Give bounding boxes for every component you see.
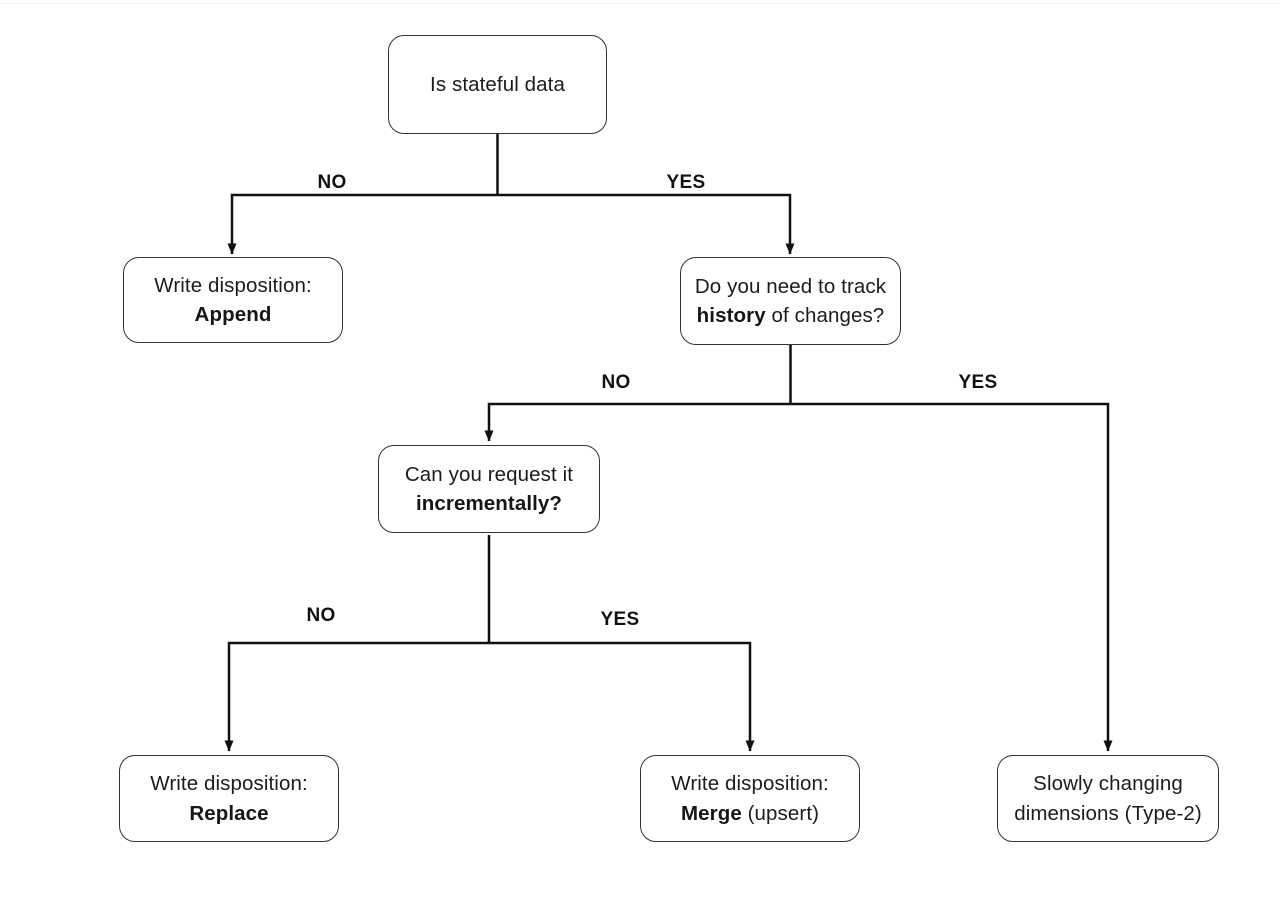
node-label-line1: Do you need to track	[694, 274, 887, 298]
node-label-line2: incrementally?	[415, 492, 563, 515]
node-label-line2: dimensions (Type-2)	[1014, 801, 1202, 825]
edge-fork3	[224, 641, 755, 752]
node-is-stateful-data: Is stateful data	[388, 35, 607, 134]
edge-fork1	[227, 193, 795, 255]
node-write-disposition-append: Write disposition: Append	[123, 257, 343, 343]
edge-label-fork1-yes: YES	[666, 172, 706, 193]
edge-label-fork1-no: NO	[317, 172, 347, 193]
node-label-line1: Can you request it	[404, 462, 574, 486]
edge-fork2	[484, 402, 1113, 752]
edge-label-fork3-no: NO	[306, 605, 336, 626]
node-label-line2: Merge (upsert)	[680, 801, 820, 825]
node-request-incrementally-question: Can you request it incrementally?	[378, 445, 600, 533]
node-track-history-question: Do you need to track history of changes?	[680, 257, 901, 345]
edge-label-fork3-yes: YES	[600, 609, 640, 630]
node-label-line1: Write disposition:	[150, 772, 308, 796]
edge-label-fork2-yes: YES	[958, 372, 998, 393]
node-label: Is stateful data	[430, 72, 565, 96]
node-label-line2: Replace	[189, 801, 269, 825]
node-label-line1: Slowly changing	[1033, 772, 1183, 796]
node-label-line2: history of changes?	[696, 304, 885, 327]
node-write-disposition-replace: Write disposition: Replace	[119, 755, 339, 842]
node-label-line1: Write disposition:	[671, 772, 829, 796]
node-label-line2: Append	[194, 303, 272, 326]
node-label-line1: Write disposition:	[154, 273, 312, 297]
node-write-disposition-merge: Write disposition: Merge (upsert)	[640, 755, 860, 842]
edge-label-fork2-no: NO	[601, 372, 631, 393]
page-top-hairline	[0, 3, 1280, 4]
node-slowly-changing-dimensions: Slowly changing dimensions (Type-2)	[997, 755, 1219, 842]
